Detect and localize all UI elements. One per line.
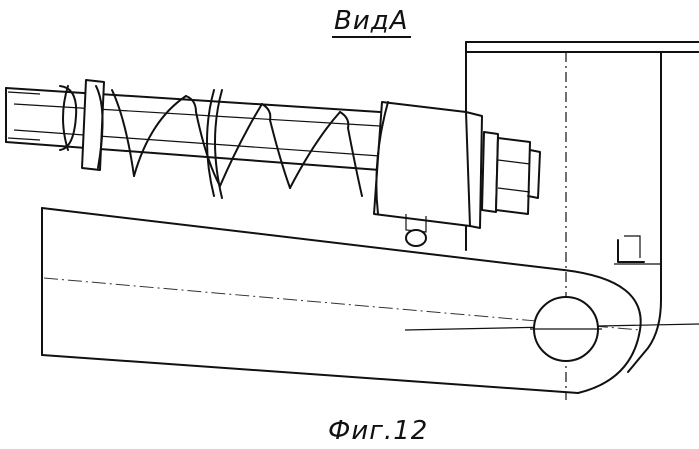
collar: [82, 80, 104, 170]
lever-arm: [42, 208, 699, 393]
pivot-hole: [530, 297, 602, 361]
small-bracket: [614, 236, 661, 264]
nut-block: [374, 102, 482, 246]
lock-nut: [482, 132, 540, 214]
spring: [112, 90, 362, 198]
threaded-rod: [6, 86, 380, 170]
